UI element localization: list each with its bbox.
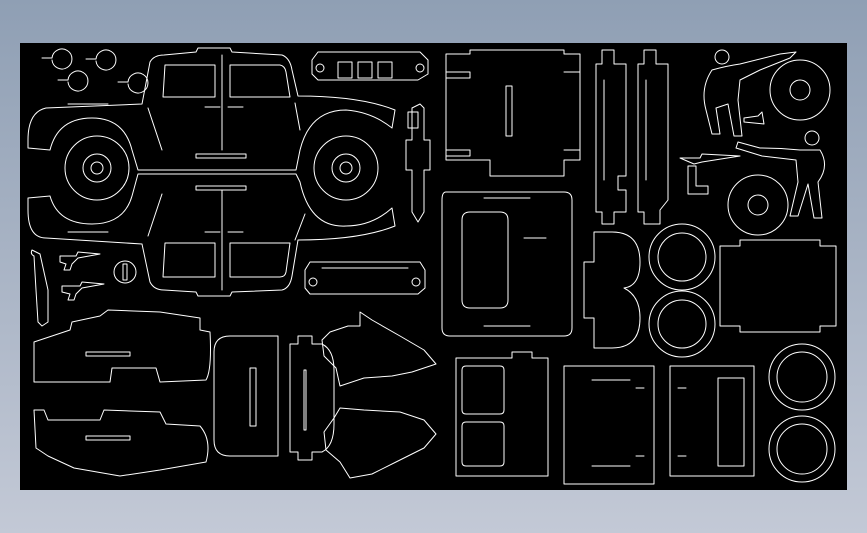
- small-c-rings: [41, 48, 149, 94]
- chassis-left: [33, 309, 437, 387]
- dashboard: [455, 351, 755, 485]
- grille-bumper: [304, 261, 426, 295]
- side-rails: [405, 103, 431, 223]
- flat-panel: [719, 239, 837, 333]
- figure-drivers: [703, 49, 825, 219]
- car-body-side-right: [27, 173, 396, 297]
- gun-accessories: [59, 111, 765, 301]
- chassis-right: [33, 407, 437, 479]
- side-rails: [595, 49, 669, 225]
- small-c-rings: [30, 249, 137, 327]
- grille-bumper: [311, 51, 429, 81]
- tire-wheels: [64, 59, 831, 236]
- laser-cut-sheet: [20, 43, 847, 490]
- rings: [648, 223, 836, 483]
- hood-plates: [583, 231, 641, 349]
- car-body-side-left: [27, 47, 419, 171]
- roof-panel: [445, 49, 581, 177]
- rear-panel-windowed: [441, 191, 573, 337]
- seat-blocks: [213, 335, 335, 461]
